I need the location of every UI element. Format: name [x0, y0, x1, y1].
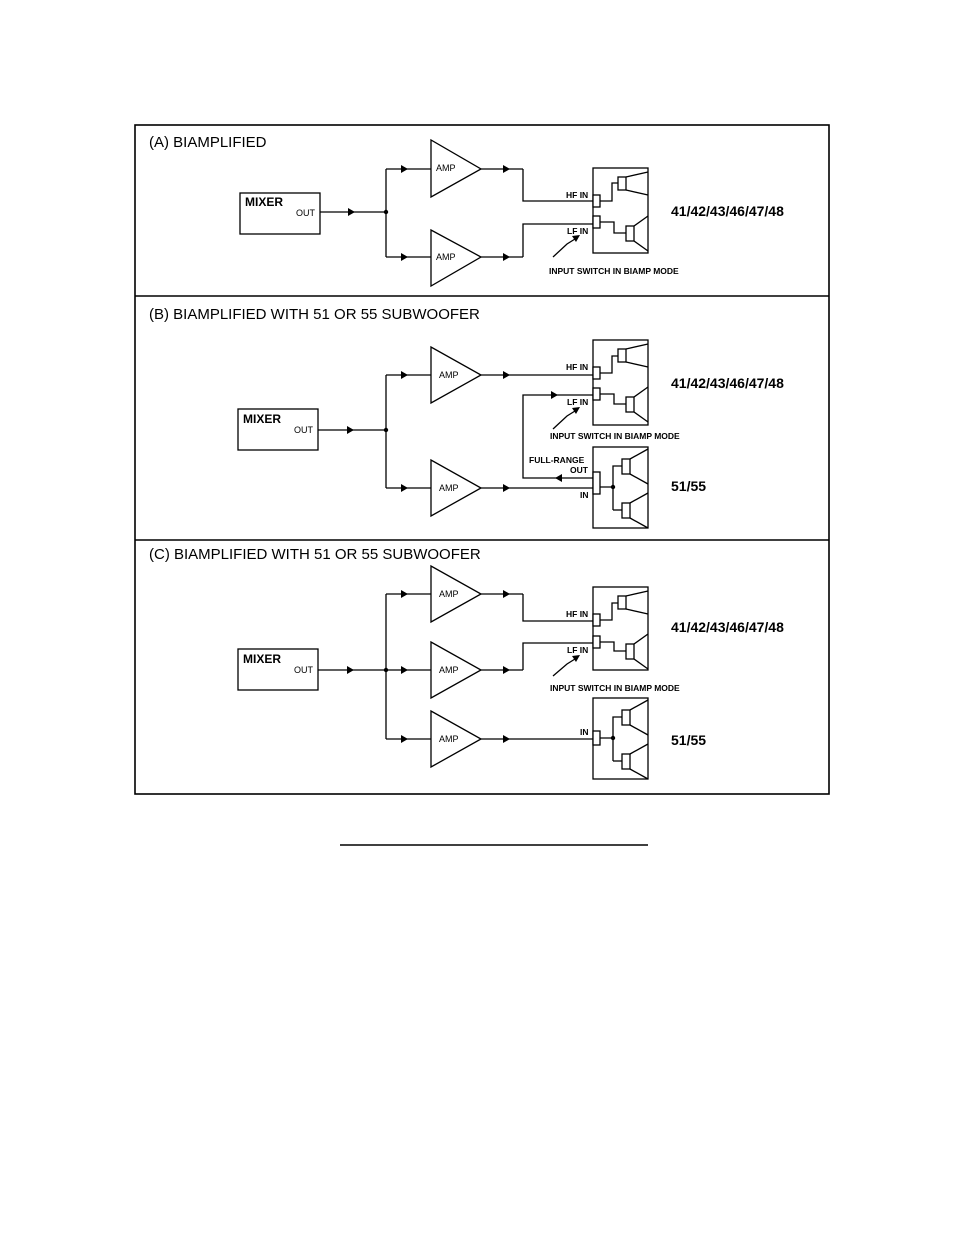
panel-b-switch-note: INPUT SWITCH IN BIAMP MODE	[550, 431, 680, 441]
panel-b-full-range: FULL-RANGE	[529, 455, 585, 465]
panel-c-amp-1-label: AMP	[439, 589, 459, 599]
panel-b-amp-2-label: AMP	[439, 483, 459, 493]
panel-b-hf-in: HF IN	[566, 362, 588, 372]
panel-b-speaker: HF IN LF IN INPUT SWITCH IN BIAMP MODE 4…	[550, 339, 784, 441]
panel-c-wiring	[318, 590, 593, 743]
panel-c: (C) BIAMPLIFIED WITH 51 OR 55 SUBWOOFER …	[149, 546, 784, 780]
panel-c-speaker-model: 41/42/43/46/47/48	[671, 619, 784, 635]
panel-b-amp-1-label: AMP	[439, 370, 459, 380]
panel-b-title: (B) BIAMPLIFIED WITH 51 OR 55 SUBWOOFER	[149, 306, 480, 323]
panel-c-switch-note: INPUT SWITCH IN BIAMP MODE	[550, 683, 680, 693]
panel-c-hf-in: HF IN	[566, 609, 588, 619]
panel-b-amp-1: AMP	[430, 345, 483, 405]
panel-a-speaker-model: 41/42/43/46/47/48	[671, 203, 784, 219]
panel-c-amp-3-label: AMP	[439, 734, 459, 744]
panel-c-lf-in: LF IN	[567, 645, 588, 655]
panel-c-speaker: HF IN LF IN INPUT SWITCH IN BIAMP MODE 4…	[550, 586, 784, 693]
panel-c-amp-2-label: AMP	[439, 665, 459, 675]
panel-b-wiring	[318, 371, 593, 492]
panel-a-hf-in: HF IN	[566, 190, 588, 200]
panel-a-amp-1: AMP	[430, 138, 483, 199]
panel-b-subwoofer: FULL-RANGE OUT IN 51/55	[529, 446, 706, 529]
panel-c-sub-in: IN	[580, 727, 589, 737]
panel-a: (A) BIAMPLIFIED MIXER OUT	[149, 134, 784, 288]
panel-a-mixer-label: MIXER	[245, 195, 283, 209]
panel-a-lf-in: LF IN	[567, 226, 588, 236]
panel-c-amp-1: AMP	[430, 564, 483, 624]
panel-b-speaker-model: 41/42/43/46/47/48	[671, 375, 784, 391]
panel-c-subwoofer: IN 51/55	[580, 697, 706, 780]
panel-b-sub-model: 51/55	[671, 478, 706, 494]
panel-b-mixer-out: OUT	[294, 425, 314, 435]
panel-a-amp-2-label: AMP	[436, 252, 456, 262]
panel-c-mixer: MIXER OUT	[237, 648, 319, 691]
panel-a-mixer-out: OUT	[296, 208, 316, 218]
panel-a-mixer: MIXER OUT	[239, 192, 321, 235]
panel-b: (B) BIAMPLIFIED WITH 51 OR 55 SUBWOOFER …	[149, 306, 784, 529]
panel-c-amp-3: AMP	[430, 709, 483, 769]
panel-a-amp-1-label: AMP	[436, 163, 456, 173]
panel-b-mixer: MIXER OUT	[237, 408, 319, 451]
panel-b-lf-in: LF IN	[567, 397, 588, 407]
panel-b-mixer-label: MIXER	[243, 412, 281, 426]
panel-c-amp-2: AMP	[430, 640, 483, 700]
panel-a-wiring	[320, 165, 593, 261]
panel-c-mixer-out: OUT	[294, 665, 314, 675]
panel-a-title: (A) BIAMPLIFIED	[149, 134, 267, 151]
panel-a-switch-note: INPUT SWITCH IN BIAMP MODE	[549, 266, 679, 276]
panel-a-speaker: HF IN LF IN INPUT SWITCH IN BIAMP MODE 4…	[549, 167, 784, 276]
panel-b-amp-2: AMP	[430, 458, 483, 518]
panel-c-title: (C) BIAMPLIFIED WITH 51 OR 55 SUBWOOFER	[149, 546, 481, 563]
panel-b-sub-in: IN	[580, 490, 589, 500]
panel-a-amp-2: AMP	[430, 228, 483, 288]
panel-b-sub-out: OUT	[570, 465, 589, 475]
panel-c-mixer-label: MIXER	[243, 652, 281, 666]
panel-c-sub-model: 51/55	[671, 732, 706, 748]
diagram-frame	[134, 124, 830, 795]
